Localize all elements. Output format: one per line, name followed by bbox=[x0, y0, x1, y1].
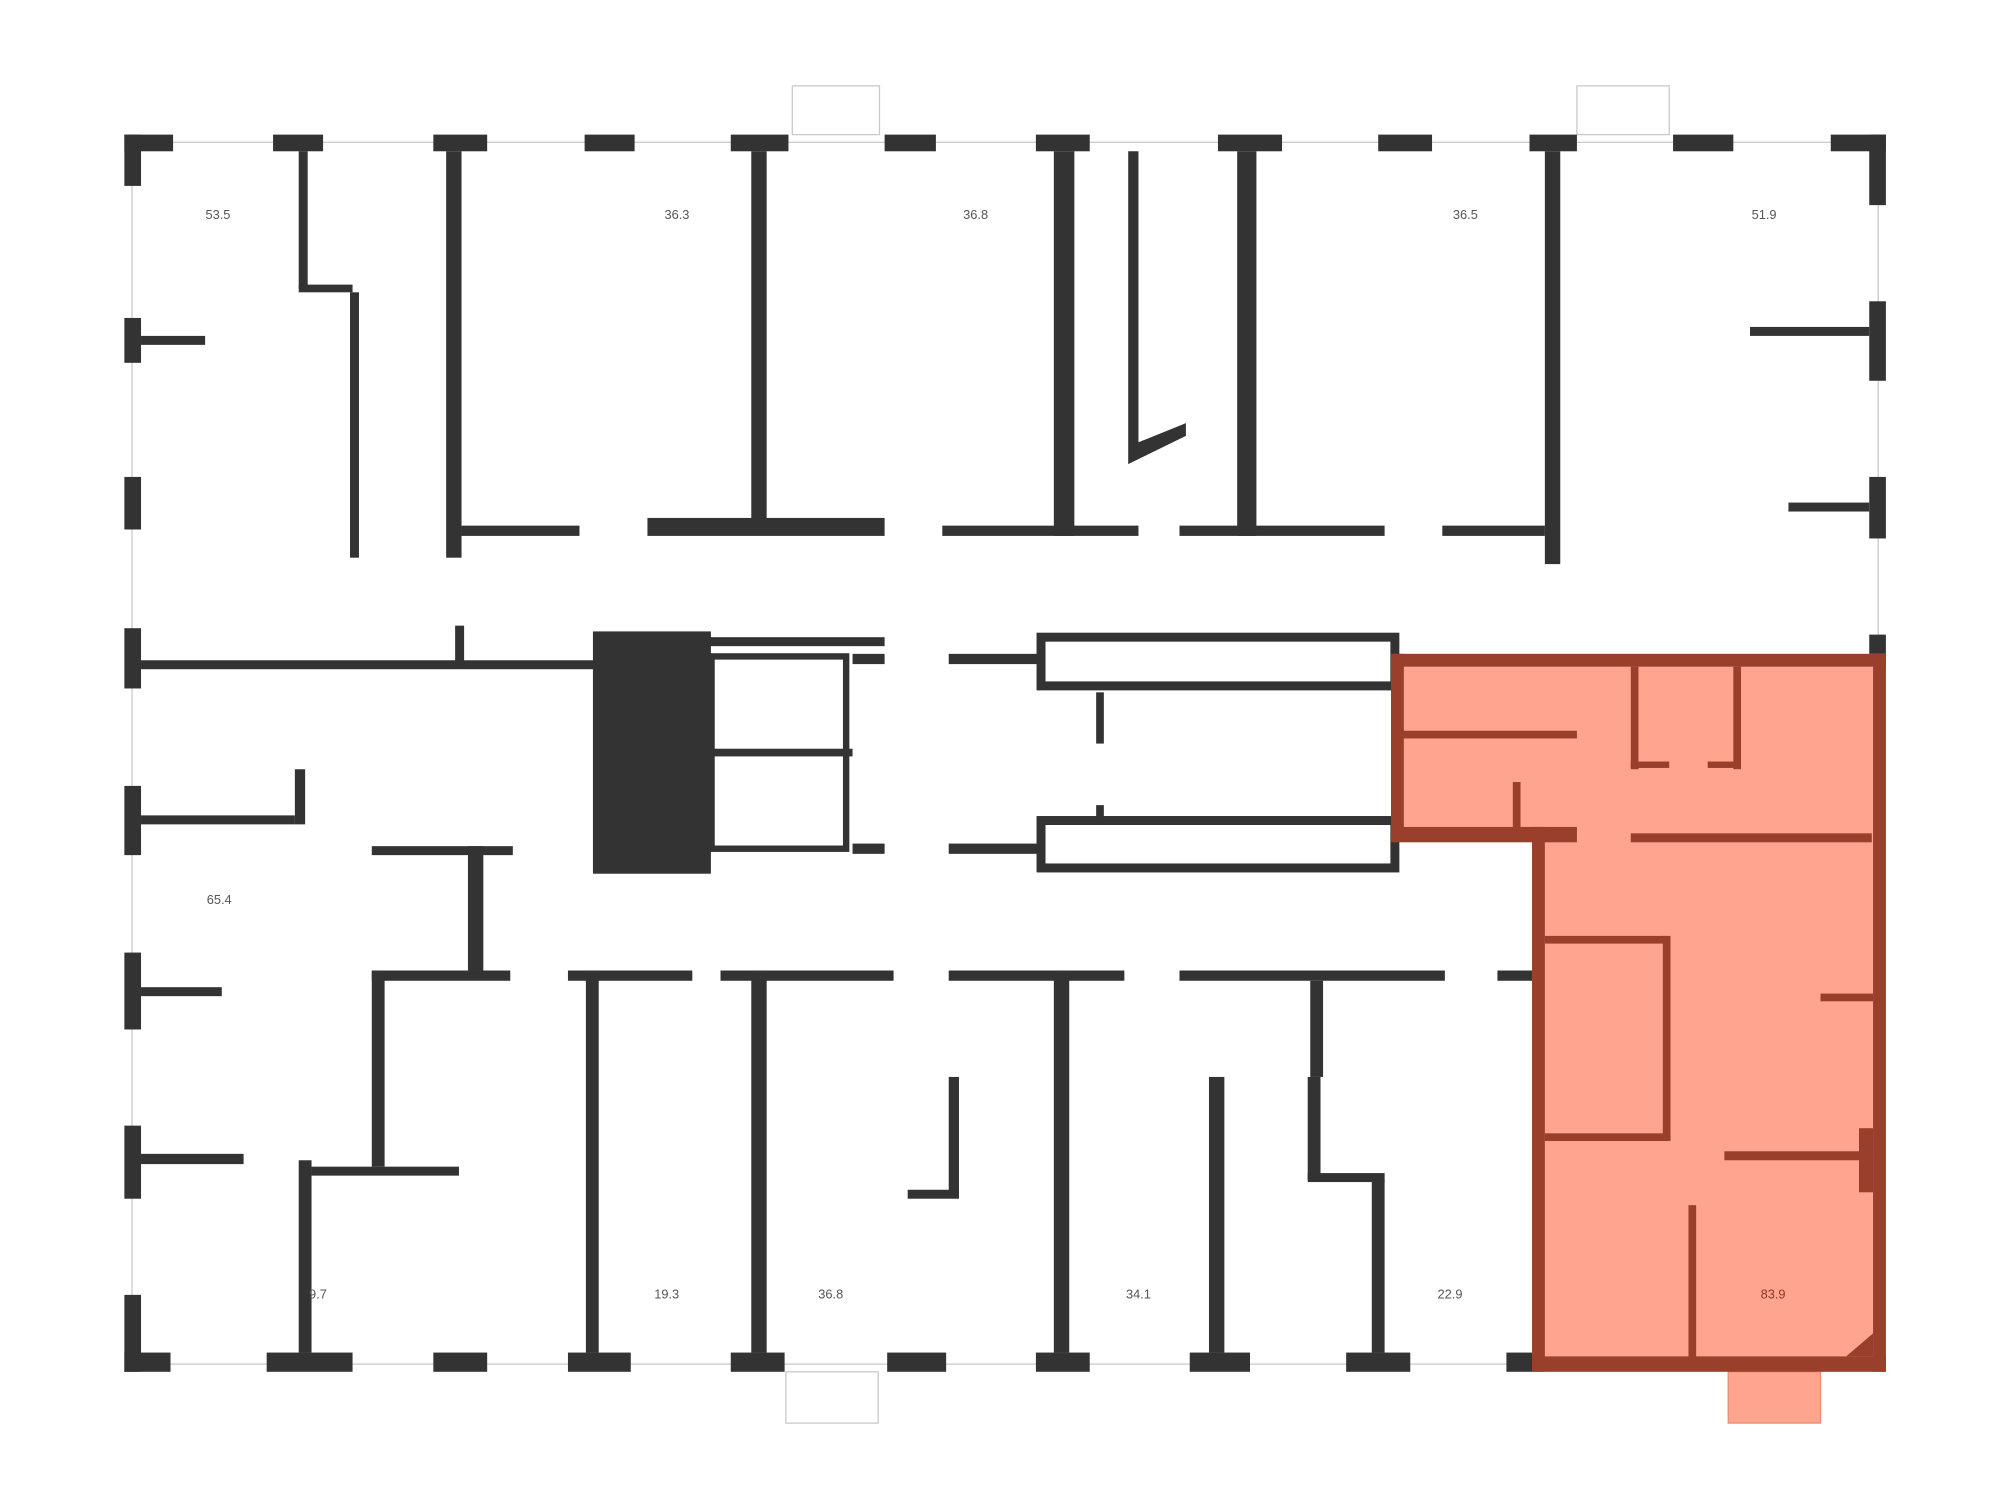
area-label: 22.9 bbox=[1438, 1287, 1463, 1302]
selected-area-label: 83.9 bbox=[1761, 1287, 1786, 1302]
area-label: 9.7 bbox=[309, 1287, 327, 1302]
area-label: 36.5 bbox=[1453, 207, 1478, 222]
area-label: 36.3 bbox=[664, 207, 689, 222]
area-label: 36.8 bbox=[963, 207, 988, 222]
walls bbox=[124, 134, 1886, 1372]
area-label: 65.4 bbox=[207, 892, 232, 907]
area-label: 19.3 bbox=[654, 1287, 679, 1302]
area-labels: 53.5 36.3 36.8 36.5 51.9 65.4 9.7 19.3 3… bbox=[205, 207, 1785, 1301]
area-label: 53.5 bbox=[205, 207, 230, 222]
selected-apartment-walls bbox=[1391, 653, 1886, 1372]
area-label: 36.8 bbox=[818, 1287, 843, 1302]
area-label: 51.9 bbox=[1752, 207, 1777, 222]
area-label: 34.1 bbox=[1126, 1287, 1151, 1302]
balconies bbox=[785, 85, 1670, 1424]
